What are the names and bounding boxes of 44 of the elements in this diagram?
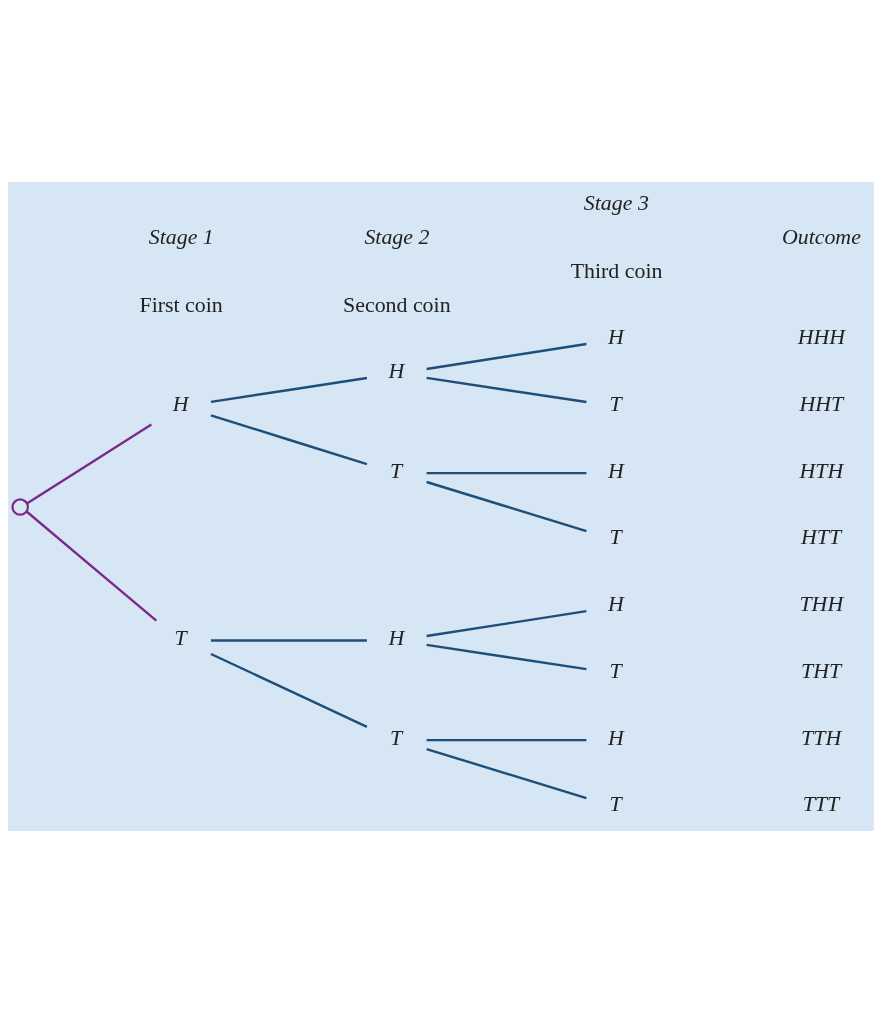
connector	[26, 423, 153, 504]
label: Outcome	[781, 224, 861, 249]
connector	[210, 638, 367, 642]
label: Stage 1	[148, 224, 214, 249]
node-text: H	[607, 591, 624, 616]
connector	[25, 510, 158, 622]
connector	[426, 376, 587, 403]
connector	[426, 738, 587, 741]
label: TTT	[802, 791, 840, 816]
connector	[426, 609, 587, 637]
node-circle	[11, 497, 29, 516]
connector	[426, 471, 587, 474]
node-text: H	[607, 725, 624, 750]
label: HTT	[801, 524, 842, 549]
node-text: H	[607, 458, 624, 482]
label: TTH	[801, 725, 842, 750]
label: THT	[801, 658, 842, 683]
node-text: H	[388, 625, 405, 650]
node-text: H	[172, 391, 189, 416]
label: Second coin	[343, 292, 451, 317]
connector	[426, 480, 587, 532]
node-text: H	[388, 358, 405, 383]
connector	[426, 643, 587, 670]
connector	[426, 342, 587, 370]
label: First coin	[139, 292, 223, 317]
node-text: T	[609, 391, 622, 416]
label: Stage 3	[583, 190, 649, 215]
connector	[210, 376, 368, 403]
node-text: T	[609, 524, 622, 549]
node-text: T	[390, 725, 403, 750]
label: Third coin	[570, 258, 663, 283]
label: THH	[799, 591, 844, 616]
label: HHT	[799, 391, 844, 416]
label: HTH	[799, 458, 844, 482]
label: Stage 2	[364, 224, 430, 249]
node-text: T	[609, 658, 622, 683]
node-text: T	[174, 625, 187, 650]
node-text: T	[609, 791, 622, 816]
node-text: T	[390, 458, 403, 482]
connector	[210, 413, 368, 465]
label: HHH	[797, 324, 846, 349]
connector	[426, 747, 587, 799]
node-text: H	[607, 324, 624, 349]
connector	[210, 652, 368, 728]
